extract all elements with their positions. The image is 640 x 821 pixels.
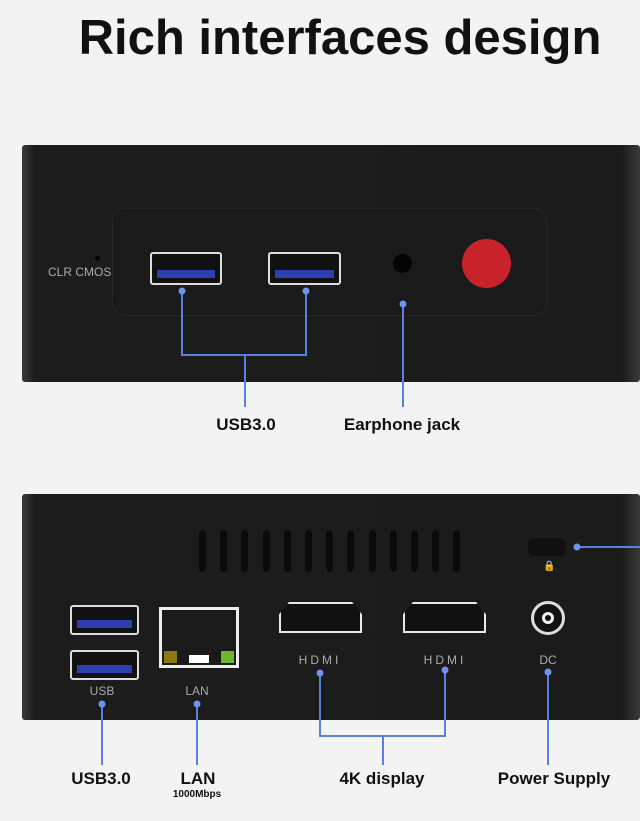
callout-4k-display: 4K display [339, 769, 425, 788]
dc-port-label: DC [539, 653, 557, 667]
earphone-jack [393, 254, 412, 273]
callout-power-supply: Power Supply [497, 769, 611, 788]
callout-earphone-jack: Earphone jack [343, 415, 461, 434]
dc-jack [531, 601, 565, 635]
clr-cmos-label: CLR CMOS [48, 265, 112, 279]
lan-led-green [221, 651, 234, 663]
hdmi-port-label: HDMI [423, 653, 467, 667]
lan-led-yellow [164, 651, 177, 663]
vent-slot [199, 530, 206, 572]
usb-port [70, 650, 139, 680]
usb-port [268, 252, 341, 285]
callout-lan: LAN [180, 769, 216, 788]
usb-port [70, 605, 139, 635]
vent-slot [389, 530, 397, 572]
hdmi-port [279, 602, 362, 633]
vent-slot [262, 530, 270, 572]
hdmi-port [403, 602, 486, 633]
vent-slot [432, 530, 440, 572]
vent-slot [241, 530, 249, 572]
vent-slot [411, 530, 418, 572]
vent-slot [368, 530, 376, 572]
vent-slot [347, 530, 355, 572]
lan-port-label: LAN [185, 684, 209, 698]
clr-cmos-hole [95, 256, 100, 261]
page-title: Rich interfaces design [78, 11, 602, 65]
power-button [462, 239, 511, 288]
usb-port [150, 252, 222, 285]
vent-slot [283, 530, 291, 572]
hdmi-port-label: HDMI [298, 653, 342, 667]
vent-slot [220, 530, 228, 572]
callout-lan-speed: 1000Mbps [172, 789, 222, 800]
callout-usb3: USB3.0 [216, 415, 276, 434]
vent-slot [453, 530, 461, 572]
kensington-lock-slot [528, 538, 565, 556]
usb-port-label: USB [89, 684, 115, 698]
lock-icon: 🔒 [543, 561, 556, 572]
lan-clip [189, 655, 209, 663]
vent-slot [305, 530, 312, 572]
lan-port [159, 607, 239, 668]
vent-slot [326, 530, 334, 572]
callout-usb3: USB3.0 [71, 769, 131, 788]
dc-pin [542, 612, 554, 624]
